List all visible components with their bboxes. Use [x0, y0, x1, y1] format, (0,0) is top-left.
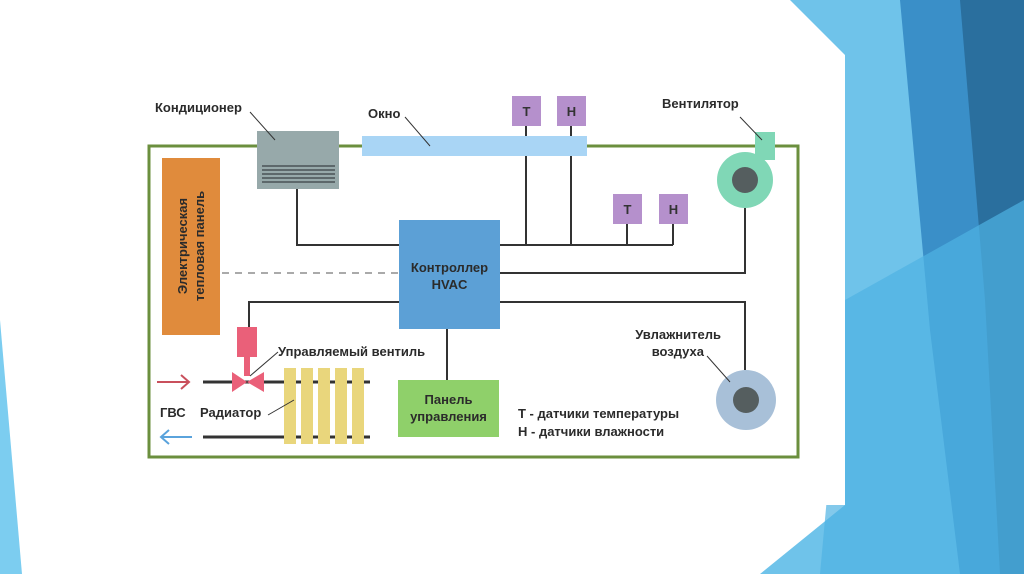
svg-text:Т: Т [523, 104, 531, 119]
humidifier [706, 355, 776, 430]
legend-temperature: Т - датчики температуры [518, 406, 679, 421]
svg-text:управления: управления [410, 409, 487, 424]
fan-label: Вентилятор [662, 96, 739, 111]
hvac-controller: Контроллер HVAC [399, 220, 500, 329]
control-panel: Панель управления [398, 380, 499, 437]
svg-text:Т: Т [624, 202, 632, 217]
wiring [222, 126, 746, 380]
fan [717, 116, 775, 208]
svg-text:Панель: Панель [425, 392, 473, 407]
radiator [267, 368, 364, 444]
radiator-label: Радиатор [200, 405, 261, 420]
conditioner-label: Кондиционер [155, 100, 242, 115]
sensor-h-1: Н [557, 96, 586, 126]
valve-label: Управляемый вентиль [278, 344, 425, 359]
sensor-t-1: Т [512, 96, 541, 126]
controlled-valve [232, 327, 279, 392]
svg-text:Н: Н [669, 202, 678, 217]
cold-water-arrow-icon [159, 429, 192, 445]
svg-text:Электрическая: Электрическая [175, 198, 190, 294]
electric-heating-panel: Электрическая тепловая панель [162, 158, 220, 335]
hot-water-arrow-icon [157, 374, 191, 390]
dhw-label: ГВС [160, 405, 186, 420]
air-conditioner [249, 111, 339, 189]
svg-text:HVAC: HVAC [432, 277, 468, 292]
humidifier-label-line2: воздуха [652, 344, 705, 359]
window [362, 136, 587, 156]
sensor-h-2: Н [659, 194, 688, 224]
sensor-t-2: Т [613, 194, 642, 224]
svg-text:Контроллер: Контроллер [411, 260, 488, 275]
svg-text:тепловая панель: тепловая панель [192, 191, 207, 301]
svg-text:Н: Н [567, 104, 576, 119]
legend-humidity: Н - датчики влажности [518, 424, 664, 439]
window-label: Окно [368, 106, 400, 121]
humidifier-label-line1: Увлажнитель [635, 327, 721, 342]
